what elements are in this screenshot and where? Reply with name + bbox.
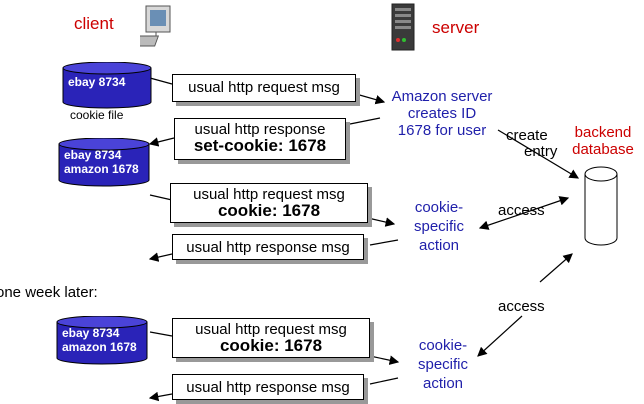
csa1-line-2: specific bbox=[413, 218, 465, 235]
create-label: create bbox=[506, 127, 548, 144]
message-text: usual http response msg bbox=[186, 379, 350, 396]
cylinder-1-line-1: ebay 8734 bbox=[68, 75, 126, 89]
csa1-line-1: cookie- bbox=[414, 199, 464, 216]
backend-label: backend bbox=[574, 124, 632, 141]
message-response-3: usual http response msg bbox=[172, 374, 364, 400]
arrow-m4-lead bbox=[369, 239, 399, 246]
csa2-line-2: specific bbox=[417, 356, 469, 373]
cookie-file-label: cookie file bbox=[70, 108, 124, 122]
cookie-cylinder-1 bbox=[62, 61, 152, 115]
arrow-m6 bbox=[148, 391, 173, 402]
arrow-create-entry bbox=[497, 129, 580, 179]
amazon-server-line-3: 1678 for user bbox=[397, 122, 487, 139]
message-response-2: usual http response msg bbox=[172, 234, 364, 260]
csa2-line-1: cookie- bbox=[418, 337, 468, 354]
client-label: client bbox=[74, 14, 114, 33]
arrow-m2 bbox=[148, 137, 175, 147]
access-label-1: access bbox=[498, 202, 545, 219]
cylinder-2-line-2: amazon 1678 bbox=[64, 162, 139, 176]
arrow-m3 bbox=[367, 217, 396, 227]
arrow-m1-lead bbox=[149, 77, 173, 85]
arrow-m4 bbox=[148, 252, 173, 262]
message-setcookie-text: set-cookie: 1678 bbox=[193, 136, 327, 155]
csa1-line-3: action bbox=[418, 237, 460, 254]
arrow-m5-lead bbox=[149, 331, 173, 337]
amazon-server-line-2: creates ID bbox=[407, 105, 477, 122]
cookie-cylinder-3 bbox=[56, 315, 148, 371]
computer-icon bbox=[126, 4, 172, 57]
cookie-specific-action-2: cookie- specific action bbox=[408, 336, 478, 393]
arrow-access-1 bbox=[478, 196, 570, 230]
message-request-3: usual http request msg cookie: 1678 bbox=[172, 318, 370, 358]
database-label: database bbox=[572, 141, 634, 158]
server-label: server bbox=[432, 18, 480, 37]
message-cookie-text: cookie: 1678 bbox=[217, 201, 321, 220]
backend-database-label: backend database bbox=[562, 124, 644, 158]
cookie-cylinder-2 bbox=[58, 137, 150, 193]
cylinder-3-line-1: ebay 8734 bbox=[62, 326, 120, 340]
cylinder-3-line-2: amazon 1678 bbox=[62, 340, 137, 354]
arrow-m6-lead bbox=[369, 377, 399, 385]
message-text: usual http request msg bbox=[195, 321, 347, 338]
one-week-later-label: one week later: bbox=[0, 284, 98, 301]
amazon-server-note: Amazon server creates ID 1678 for user bbox=[384, 88, 500, 139]
message-text: usual http request msg bbox=[193, 186, 345, 203]
arrow-m1 bbox=[355, 93, 386, 105]
cylinder-2-line-1: ebay 8734 bbox=[64, 148, 122, 162]
server-icon bbox=[388, 2, 418, 57]
message-cookie-text: cookie: 1678 bbox=[219, 336, 323, 355]
message-request-1: usual http request msg bbox=[172, 74, 356, 102]
arrow-access-2a bbox=[477, 315, 523, 357]
entry-label: entry bbox=[524, 143, 558, 160]
database-icon bbox=[584, 166, 618, 251]
arrow-access-2b bbox=[539, 253, 573, 283]
csa2-line-3: action bbox=[422, 375, 464, 392]
message-response-setcookie: usual http response set-cookie: 1678 bbox=[174, 118, 346, 160]
arrow-m5 bbox=[369, 355, 400, 365]
access-label-2: access bbox=[498, 298, 545, 315]
cookie-specific-action-1: cookie- specific action bbox=[404, 198, 474, 255]
message-text: usual http response msg bbox=[186, 239, 350, 256]
message-text: usual http response bbox=[194, 121, 326, 138]
message-request-2: usual http request msg cookie: 1678 bbox=[170, 183, 368, 223]
arrow-m3-lead bbox=[149, 194, 173, 201]
arrow-m2-lead bbox=[349, 117, 381, 125]
message-text: usual http request msg bbox=[188, 79, 340, 96]
amazon-server-line-1: Amazon server bbox=[391, 88, 493, 105]
